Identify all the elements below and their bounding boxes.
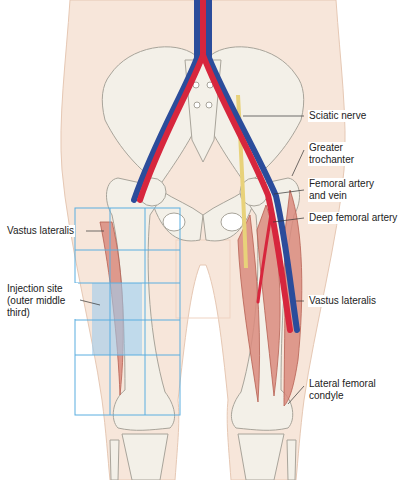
part-label: Sciatic nerve [308, 110, 367, 122]
part-label: Injection site (outer middle third) [6, 283, 78, 319]
part-label: Deep femoral artery [308, 212, 398, 224]
part-label: Femoral artery and vein [308, 178, 385, 202]
part-label: Greater trochanter [308, 142, 382, 166]
blood-vessels [134, 0, 297, 330]
injection-site-shade [92, 283, 142, 355]
thigh-grid [75, 208, 180, 415]
groin-outline [176, 240, 230, 318]
part-label: Vastus lateralis [308, 295, 377, 307]
part-label: Vastus lateralis [6, 225, 75, 237]
skin-outline [61, 0, 345, 480]
leader-lines [80, 116, 304, 404]
part-label: Lateral femoral condyle [308, 378, 390, 402]
